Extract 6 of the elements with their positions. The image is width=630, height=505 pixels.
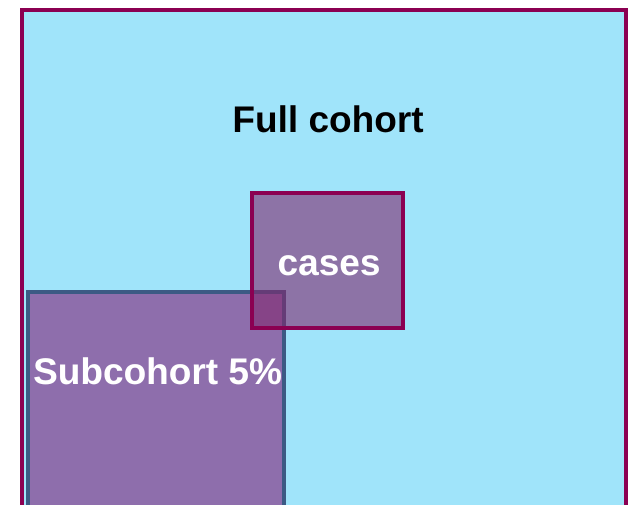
set-box bbox=[26, 290, 286, 505]
set-box bbox=[250, 191, 405, 330]
box-label: Full cohort bbox=[231, 98, 425, 142]
box-label: cases bbox=[276, 241, 382, 285]
group-box bbox=[20, 8, 628, 505]
box-label: Subcohort 5% bbox=[32, 350, 283, 394]
